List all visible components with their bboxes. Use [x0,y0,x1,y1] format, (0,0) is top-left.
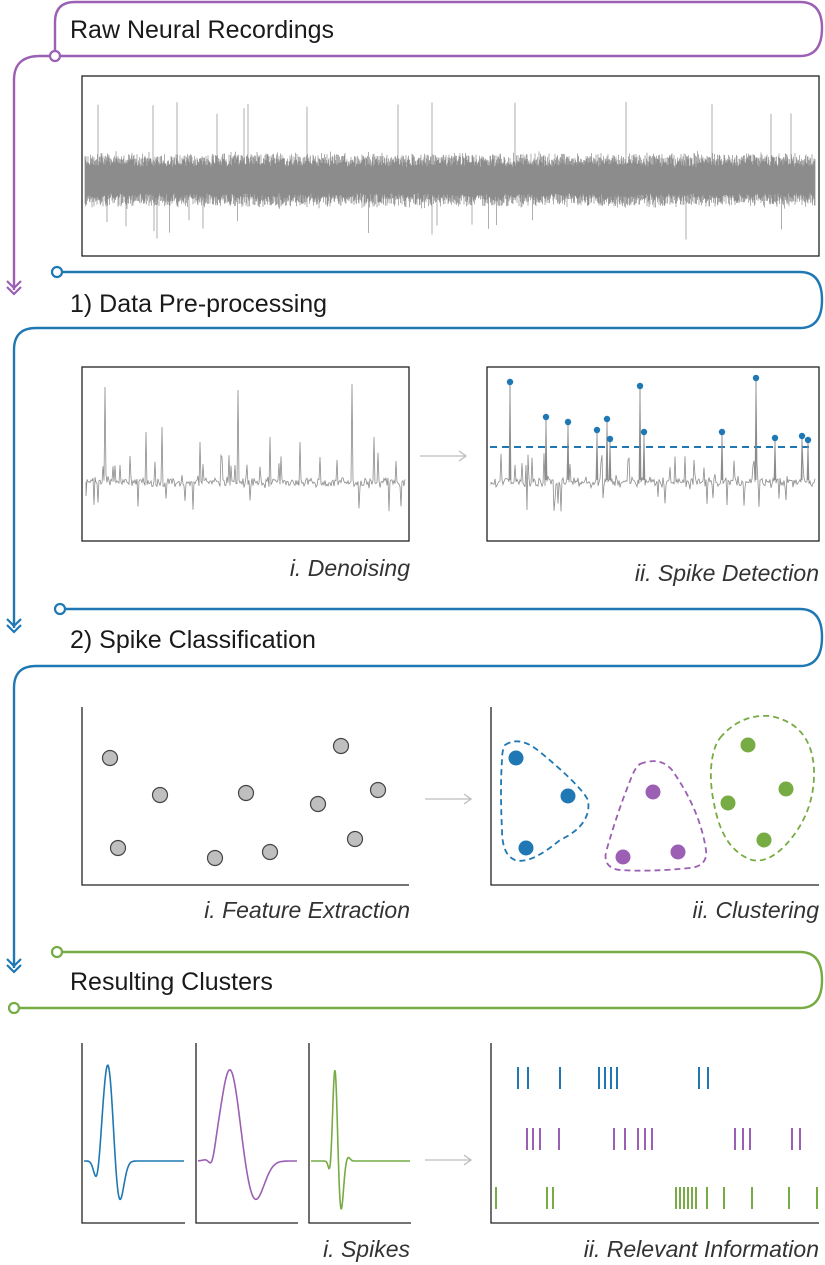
detection-signal-trace [490,380,816,512]
caption-denoising: i. Denoising [290,555,410,581]
feature-point-5 [237,784,255,802]
detected-spike-dot-5 [603,415,611,423]
stage-title-raw: Raw Neural Recordings [70,16,334,44]
connector-classification [12,607,824,968]
detected-spike-dot-6 [606,435,614,443]
stage-title-preprocessing: 1) Data Pre-processing [70,290,327,318]
connector-start-preprocessing [50,265,64,279]
connector-arrow-classification [6,958,22,974]
denoised-signal-trace [85,383,406,512]
cluster-point-blue-3 [518,840,534,856]
feature-point-6 [261,843,279,861]
detected-spike-dot-2 [542,413,550,421]
caption-spike-detection: ii. Spike Detection [635,560,819,586]
detected-spike-dot-9 [718,428,726,436]
connector-start-raw [48,49,62,63]
feature-point-3 [109,839,127,857]
cluster-point-purple-1 [645,784,661,800]
cluster-outline-green [709,715,815,862]
feature-extraction-axes [81,707,409,886]
arrow-spikes-to-raster [425,1154,473,1166]
arrow-features-to-clusters [425,793,473,805]
spike-detection-panel [486,366,820,542]
feature-point-2 [151,786,169,804]
clustering-axes [490,707,819,886]
feature-point-8 [332,737,350,755]
spike-waveform-purple [198,1068,297,1201]
feature-point-10 [369,781,387,799]
spike-raster [495,1067,818,1209]
waveform-axes-2 [195,1043,298,1224]
cluster-point-green-3 [720,795,736,811]
detected-spike-dot-12 [798,432,806,440]
caption-feature-extraction: i. Feature Extraction [204,897,410,923]
detected-spike-markers [506,374,812,480]
cluster-point-purple-2 [615,849,631,865]
detected-spike-dot-13 [804,436,812,444]
detected-spike-dot-1 [506,378,514,386]
connector-start-results [50,945,64,959]
spike-waveform-green [311,1070,410,1210]
connector-end-results [7,1001,21,1015]
feature-point-1 [101,749,119,767]
spike-waveform-blue [84,1064,184,1201]
caption-spikes: i. Spikes [323,1236,410,1262]
connector-results [14,950,824,1010]
detected-spike-dot-3 [564,418,572,426]
cluster-point-green-4 [756,832,772,848]
cluster-point-green-2 [778,781,794,797]
detected-spike-dot-11 [771,434,779,442]
caption-relevant-information: ii. Relevant Information [584,1236,819,1262]
waveform-axes-1 [81,1043,185,1224]
waveform-axes-3 [308,1043,411,1224]
raw-signal-trace [84,101,816,240]
flow-connectors [6,0,824,1015]
cluster-outline-purple [604,760,708,872]
stage-title-classification: 2) Spike Classification [70,626,316,654]
cluster-point-blue-1 [508,750,524,766]
feature-point-7 [309,795,327,813]
connector-preprocessing [12,270,824,628]
arrow-denoise-to-detect [420,450,468,462]
cluster-point-blue-2 [560,788,576,804]
detected-spike-dot-7 [636,382,644,390]
connector-arrow-raw [6,280,22,296]
stage-title-results: Resulting Clusters [70,968,273,996]
cluster-point-green-1 [740,737,756,753]
feature-points [101,737,387,867]
connector-start-classification [53,602,67,616]
cluster-groups [500,715,815,872]
denoising-panel [81,366,410,542]
cluster-outline-blue [500,740,590,862]
connector-arrow-preprocessing [6,618,22,634]
detected-spike-dot-4 [593,426,601,434]
detected-spike-dot-10 [752,374,760,382]
feature-point-9 [346,830,364,848]
caption-clustering: ii. Clustering [692,897,819,923]
detected-spike-dot-8 [640,428,648,436]
feature-point-4 [206,849,224,867]
connector-raw [12,0,824,290]
cluster-point-purple-3 [670,844,686,860]
raster-axes [490,1043,819,1224]
